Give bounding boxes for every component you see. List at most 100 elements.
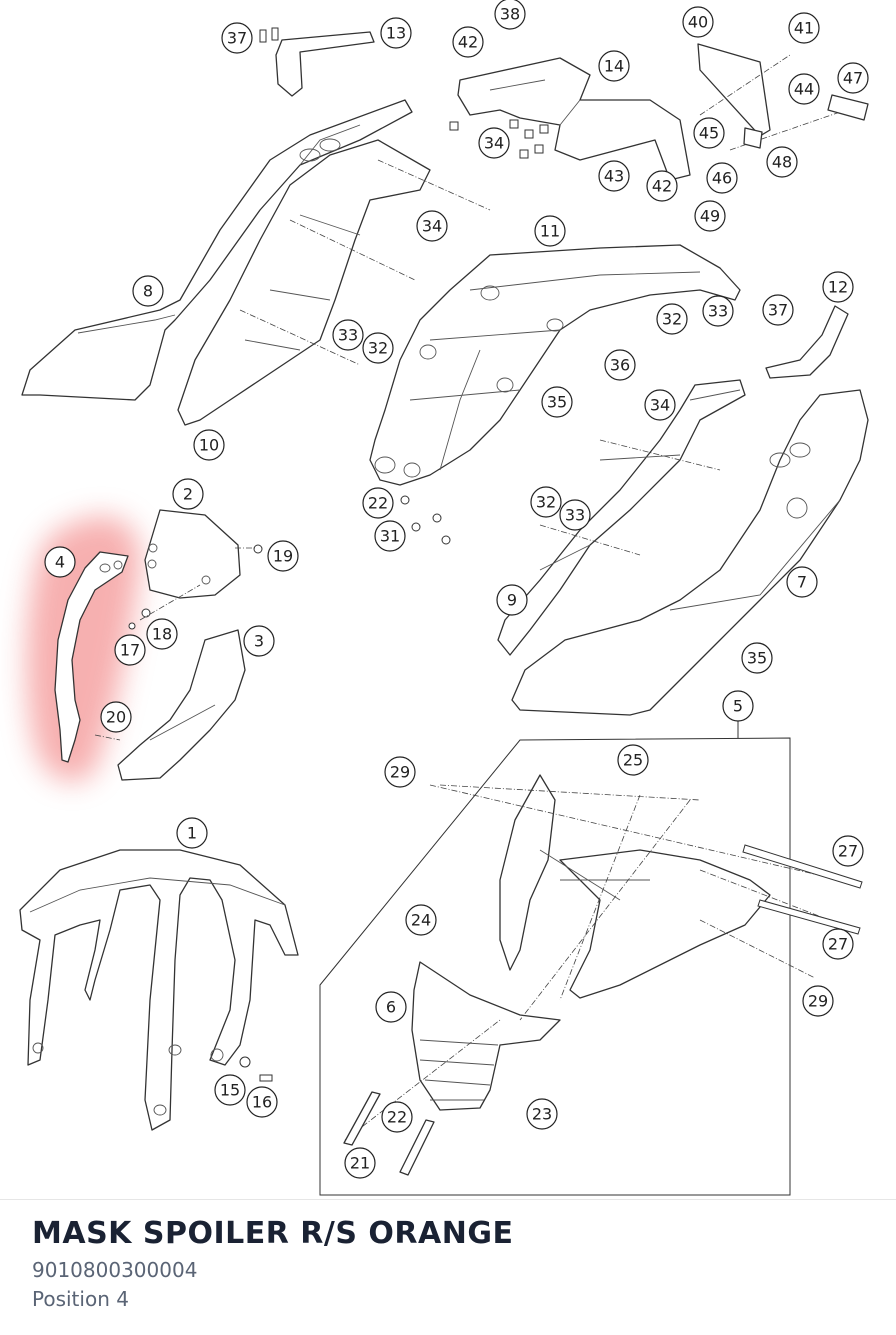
callout-6[interactable]: 6 <box>375 991 407 1023</box>
callout-label: 16 <box>252 1093 272 1112</box>
callout-5[interactable]: 5 <box>722 690 754 722</box>
callout-24[interactable]: 24 <box>405 904 437 936</box>
part-bracket-48[interactable] <box>743 127 763 149</box>
callout-44[interactable]: 44 <box>788 73 820 105</box>
callout-27[interactable]: 27 <box>832 835 864 867</box>
callout-label: 34 <box>650 396 670 415</box>
part-cover-2[interactable] <box>144 509 241 599</box>
part-lower-mask-6[interactable] <box>411 961 561 1111</box>
callout-17[interactable]: 17 <box>114 634 146 666</box>
callout-37[interactable]: 37 <box>762 294 794 326</box>
callout-label: 18 <box>152 625 172 644</box>
callout-9[interactable]: 9 <box>496 584 528 616</box>
callout-label: 17 <box>120 641 140 660</box>
part-inner-panel-10[interactable] <box>177 139 431 426</box>
callout-27[interactable]: 27 <box>822 928 854 960</box>
part-panel-3[interactable] <box>117 629 246 781</box>
callout-32[interactable]: 32 <box>362 332 394 364</box>
callout-25[interactable]: 25 <box>617 744 649 776</box>
callout-label: 40 <box>688 13 708 32</box>
callout-label: 4 <box>55 553 65 572</box>
callout-23[interactable]: 23 <box>526 1098 558 1130</box>
callout-29[interactable]: 29 <box>802 985 834 1017</box>
callout-label: 11 <box>540 222 560 241</box>
bolt-37-top <box>259 27 279 43</box>
part-bracket-12[interactable] <box>765 305 849 379</box>
part-number[interactable]: 9010800300004 <box>32 1258 198 1282</box>
part-reflector-47[interactable] <box>827 94 869 121</box>
callout-label: 32 <box>662 310 682 329</box>
callout-label: 10 <box>199 436 219 455</box>
callout-3[interactable]: 3 <box>243 625 275 657</box>
part-rear-bracket-14[interactable] <box>457 57 691 181</box>
callout-label: 35 <box>747 649 767 668</box>
part-mask-spoiler-4[interactable] <box>54 551 129 763</box>
callout-34[interactable]: 34 <box>644 389 676 421</box>
part-headlight-mask-25[interactable] <box>499 774 771 999</box>
callout-label: 42 <box>458 33 478 52</box>
callout-37[interactable]: 37 <box>221 22 253 54</box>
part-grab-handle-13[interactable] <box>275 31 375 97</box>
callout-42[interactable]: 42 <box>452 26 484 58</box>
callout-16[interactable]: 16 <box>246 1086 278 1118</box>
callout-42[interactable]: 42 <box>646 170 678 202</box>
callout-label: 34 <box>484 134 504 153</box>
callout-label: 27 <box>838 842 858 861</box>
callout-7[interactable]: 7 <box>786 566 818 598</box>
callout-40[interactable]: 40 <box>682 6 714 38</box>
callout-36[interactable]: 36 <box>604 349 636 381</box>
callout-18[interactable]: 18 <box>146 618 178 650</box>
callout-14[interactable]: 14 <box>598 50 630 82</box>
callout-19[interactable]: 19 <box>267 540 299 572</box>
callout-1[interactable]: 1 <box>176 817 208 849</box>
callout-47[interactable]: 47 <box>837 62 869 94</box>
callout-15[interactable]: 15 <box>214 1074 246 1106</box>
part-side-panel-8[interactable] <box>21 99 413 401</box>
callout-34[interactable]: 34 <box>416 210 448 242</box>
callout-20[interactable]: 20 <box>100 701 132 733</box>
callout-label: 7 <box>797 573 807 592</box>
callout-32[interactable]: 32 <box>530 486 562 518</box>
callout-35[interactable]: 35 <box>541 386 573 418</box>
part-lower-rail-9[interactable] <box>497 379 746 656</box>
callout-label: 31 <box>380 527 400 546</box>
callout-label: 47 <box>843 69 863 88</box>
callout-49[interactable]: 49 <box>694 200 726 232</box>
callout-21[interactable]: 21 <box>344 1147 376 1179</box>
callout-12[interactable]: 12 <box>822 271 854 303</box>
part-rear-frame-11[interactable] <box>369 244 741 486</box>
callout-32[interactable]: 32 <box>656 303 688 335</box>
part-front-fender-1[interactable] <box>19 849 299 1131</box>
callout-label: 32 <box>536 493 556 512</box>
callout-34[interactable]: 34 <box>478 127 510 159</box>
callout-10[interactable]: 10 <box>193 429 225 461</box>
callout-2[interactable]: 2 <box>172 478 204 510</box>
callout-35[interactable]: 35 <box>741 642 773 674</box>
fasteners-22-31 <box>400 495 451 545</box>
part-side-cover-7[interactable] <box>511 389 869 716</box>
callout-13[interactable]: 13 <box>380 17 412 49</box>
callout-22[interactable]: 22 <box>362 487 394 519</box>
callout-4[interactable]: 4 <box>44 546 76 578</box>
callout-46[interactable]: 46 <box>706 162 738 194</box>
callout-11[interactable]: 11 <box>534 215 566 247</box>
part-info-panel: MASK SPOILER R/S ORANGE 9010800300004 Po… <box>32 1212 872 1314</box>
callout-33[interactable]: 33 <box>702 295 734 327</box>
callout-43[interactable]: 43 <box>598 160 630 192</box>
callout-38[interactable]: 38 <box>494 0 526 30</box>
callout-label: 14 <box>604 57 624 76</box>
part-plate-holder-40[interactable] <box>697 43 771 137</box>
callout-33[interactable]: 33 <box>559 499 591 531</box>
callout-22[interactable]: 22 <box>381 1101 413 1133</box>
callout-33[interactable]: 33 <box>332 319 364 351</box>
callout-label: 1 <box>187 824 197 843</box>
callout-48[interactable]: 48 <box>766 146 798 178</box>
callout-8[interactable]: 8 <box>132 275 164 307</box>
callout-label: 36 <box>610 356 630 375</box>
callout-45[interactable]: 45 <box>693 117 725 149</box>
callout-label: 20 <box>106 708 126 727</box>
callout-41[interactable]: 41 <box>788 12 820 44</box>
callout-31[interactable]: 31 <box>374 520 406 552</box>
callout-29[interactable]: 29 <box>384 756 416 788</box>
